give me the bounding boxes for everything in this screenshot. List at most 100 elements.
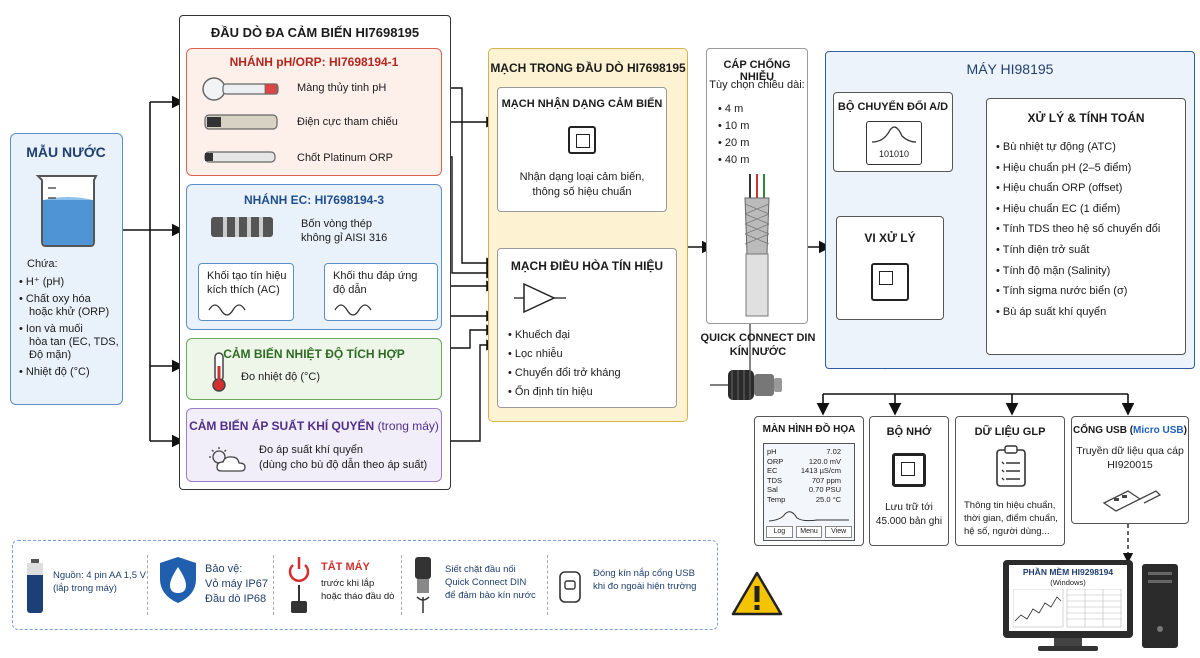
lcd-reading-label: ORP — [767, 456, 784, 466]
water-sample-title: MẪU NƯỚC — [26, 144, 106, 160]
sine-wave-icon — [334, 304, 372, 316]
list-item: • Bù áp suất khí quyển — [996, 305, 1107, 318]
reference-electrode-label: Điện cực tham chiếu — [297, 116, 398, 128]
beaker-icon — [35, 175, 98, 247]
power-off-title: TẮT MÁY — [321, 561, 370, 573]
cable-subtitle: Tùy chọn chiều dài: — [709, 79, 805, 91]
usb-title: CỔNG USB (Micro USB) — [1073, 425, 1187, 436]
water-shield-icon — [160, 557, 196, 603]
battery-icon — [27, 559, 43, 613]
list-item: • Lọc nhiễu — [508, 348, 563, 360]
ec-rings-desc: Bốn vòng thép không gỉ AISI 316 — [301, 218, 388, 244]
lcd-reading-value: 120.0 mV — [808, 456, 841, 466]
lcd-menu-button[interactable]: Menu — [795, 526, 823, 538]
reference-electrode-icon — [204, 114, 278, 130]
ph-glass-electrode-icon — [202, 77, 279, 101]
list-item: • Ion và muối hòa tan (EC, TDS, Độ mặn) — [19, 323, 119, 361]
cpu-title: VI XỬ LÝ — [864, 231, 916, 245]
lcd-reading-row: ORP 120.0 mV — [767, 457, 853, 467]
list-item: • 40 m — [718, 154, 750, 166]
platinum-orp-pin-icon — [204, 151, 276, 163]
glp-desc: Thông tin hiệu chuẩn, thời gian, điểm ch… — [964, 500, 1058, 537]
sensor-ident-title: MẠCH NHẬN DẠNG CẢM BIẾN — [501, 98, 663, 110]
list-item: • Chuyển đổi trở kháng — [508, 367, 621, 379]
list-item: • Bù nhiệt tự động (ATC) — [996, 141, 1116, 153]
list-item: • H⁺ (pH) — [19, 276, 65, 288]
ad-converter-block: BỘ CHUYỂN ĐỔI A/D 101010 — [833, 92, 953, 172]
processing-block: XỬ LÝ & TÍNH TOÁN • Bù nhiệt tự động (AT… — [986, 98, 1186, 355]
adc-binary-code: 101010 — [878, 149, 910, 159]
lcd-trend-graph — [768, 511, 849, 522]
list-item: • Tính độ mặn (Salinity) — [996, 264, 1111, 277]
cable-title: CÁP CHỐNG NHIỄU — [723, 59, 791, 83]
list-item: • 4 m — [718, 103, 744, 115]
pc-tower-icon — [1142, 564, 1178, 648]
warning-icon — [731, 571, 783, 616]
ac-signal-generator-label: Khối tạo tín hiệu kích thích (AC) — [207, 270, 287, 296]
lcd-reading-value: 25.0 °C — [815, 494, 841, 504]
lcd-view-button[interactable]: View — [825, 526, 853, 538]
usb-desc: Truyền dữ liệu qua cáp HI920015 — [1076, 445, 1184, 471]
divider — [401, 555, 402, 615]
list-item: • Tính sigma nước biển (σ) — [996, 285, 1128, 298]
protection-note-title: Bảo vệ: — [205, 563, 243, 575]
din-plug-icon — [415, 557, 431, 613]
shielded-cable-panel: CÁP CHỐNG NHIỄU Tùy chọn chiều dài: • 4 … — [706, 48, 808, 324]
ac-signal-generator-block: Khối tạo tín hiệu kích thích (AC) — [198, 263, 294, 321]
lcd-reading-label: EC — [767, 466, 778, 476]
lcd-reading-label: pH — [767, 447, 777, 456]
drive-slot — [1148, 580, 1172, 583]
pressure-sensor-title-row: CẢM BIẾN ÁP SUẤT KHÍ QUYỂN (trong máy) — [187, 419, 441, 433]
conductivity-receiver-label: Khối thu đáp ứng độ dẫn — [333, 270, 418, 296]
chip-icon — [568, 126, 596, 154]
water-sample-contains-label: Chứa: — [27, 258, 58, 270]
memory-block: BỘ NHỚ Lưu trữ tới 45.000 bản ghi — [869, 416, 949, 546]
power-off-icon — [288, 557, 310, 613]
usb-seal-note: Đóng kín nắp cổng USB khi đo ngoài hiện … — [593, 568, 697, 592]
usb-cable-icon — [1102, 490, 1162, 512]
usb-seal-cap-icon — [559, 571, 581, 603]
water-sample-list: • H⁺ (pH) • Chất oxy hóa hoặc khử (ORP) … — [19, 276, 119, 379]
pc-software-group: PHẦN MỀM HI9298194 (Windows) — [1000, 560, 1196, 656]
temperature-sensor-desc: Đo nhiệt độ (°C) — [241, 371, 320, 383]
software-title: PHẦN MỀM HI9298194 — [1022, 567, 1114, 577]
divider — [147, 555, 148, 615]
list-item: • Ổn định tín hiệu — [508, 386, 593, 398]
lcd-log-button[interactable]: Log — [766, 526, 793, 538]
pressure-sensor-title-note: (trong máy) — [377, 419, 439, 433]
list-item: • Hiệu chuẩn pH (2–5 điểm) — [996, 161, 1132, 174]
sensor-ident-desc: Nhận dạng loại cảm biến, thông số hiệu c… — [519, 171, 645, 198]
sine-wave-icon — [208, 304, 246, 316]
pressure-sensor-block: CẢM BIẾN ÁP SUẤT KHÍ QUYỂN (trong máy) Đ… — [186, 408, 442, 482]
monitor-base — [1038, 646, 1098, 651]
list-item: • Hiệu chuẩn ORP (offset) — [996, 182, 1123, 195]
lcd-reading-value: 707 ppm — [811, 475, 841, 485]
glp-title: DỮ LIỆU GLP — [974, 426, 1046, 438]
ph-glass-membrane-label: Màng thủy tinh pH — [297, 82, 387, 94]
meter-title: MÁY HI98195 — [966, 61, 1054, 77]
thermometer-icon — [212, 352, 226, 392]
quick-connect-din-label: QUICK CONNECT DIN KÍN NƯỚC — [700, 332, 816, 358]
pressure-sensor-title: CẢM BIẾN ÁP SUẤT KHÍ QUYỂN — [189, 419, 375, 433]
weather-cloud-sun-icon — [209, 447, 246, 472]
ad-converter-title: BỘ CHUYỂN ĐỔI A/D — [837, 101, 949, 113]
drive-slot — [1148, 572, 1172, 575]
software-chart-icon — [1013, 589, 1122, 628]
protection-note: Vỏ máy IP67 Đầu dò IP68 — [205, 578, 268, 605]
waveform-icon — [871, 126, 917, 143]
monitor-icon: PHẦN MỀM HI9298194 (Windows) — [1003, 560, 1133, 638]
signal-conditioning-title: MẠCH ĐIỀU HÒA TÍN HIỆU — [510, 259, 664, 273]
water-sample-panel: MẪU NƯỚC Chứa: • H⁺ (pH) • Chất oxy hóa … — [10, 133, 123, 405]
list-item: • Tính TDS theo hệ số chuyển đổi — [996, 223, 1161, 236]
probe-circuit-title: MẠCH TRONG ĐẦU DÒ HI7698195 — [490, 61, 686, 75]
ec-branch-title: NHÁNH EC: HI7698194-3 — [243, 193, 385, 207]
lcd-button-row: Log Menu View — [766, 526, 853, 538]
ph-orp-branch-title: NHÁNH pH/ORP: HI7698194-1 — [229, 55, 399, 69]
monitor-screen: PHẦN MỀM HI9298194 (Windows) — [1009, 565, 1127, 631]
lcd-reading-value: 0.70 PSU — [808, 485, 841, 495]
